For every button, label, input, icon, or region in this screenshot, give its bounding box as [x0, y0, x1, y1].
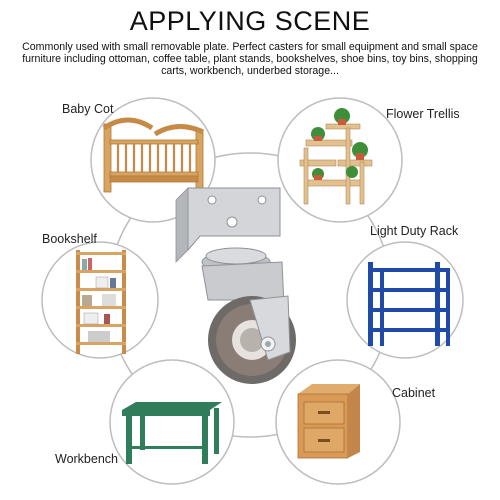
page-title: APPLYING SCENE — [129, 6, 371, 36]
bookshelf-icon — [76, 250, 126, 354]
flower-trellis-scene — [277, 97, 403, 223]
description-text: Commonly used with small removable plate… — [22, 41, 478, 77]
light-duty-rack-scene — [346, 241, 464, 359]
scene-label-cabinet: Cabinet — [392, 386, 436, 400]
scene-label-workbench: Workbench — [55, 452, 118, 466]
swivel-caster-wheel-icon — [175, 187, 296, 384]
shelving-rack-icon — [368, 262, 450, 346]
scene-label-bookshelf: Bookshelf — [42, 232, 97, 246]
workbench-icon — [122, 402, 222, 464]
scene-label-baby-cot: Baby Cot — [62, 102, 114, 116]
cabinet-scene — [275, 359, 401, 485]
crib-icon — [102, 117, 205, 193]
scene-label-light-duty-rack: Light Duty Rack — [370, 224, 459, 238]
cabinet-icon — [297, 384, 360, 459]
workbench-scene — [109, 359, 235, 485]
bookshelf-scene — [41, 241, 159, 359]
baby-cot-scene — [90, 97, 216, 223]
scene-label-flower-trellis: Flower Trellis — [386, 107, 460, 121]
plant-stand-icon — [299, 108, 373, 205]
